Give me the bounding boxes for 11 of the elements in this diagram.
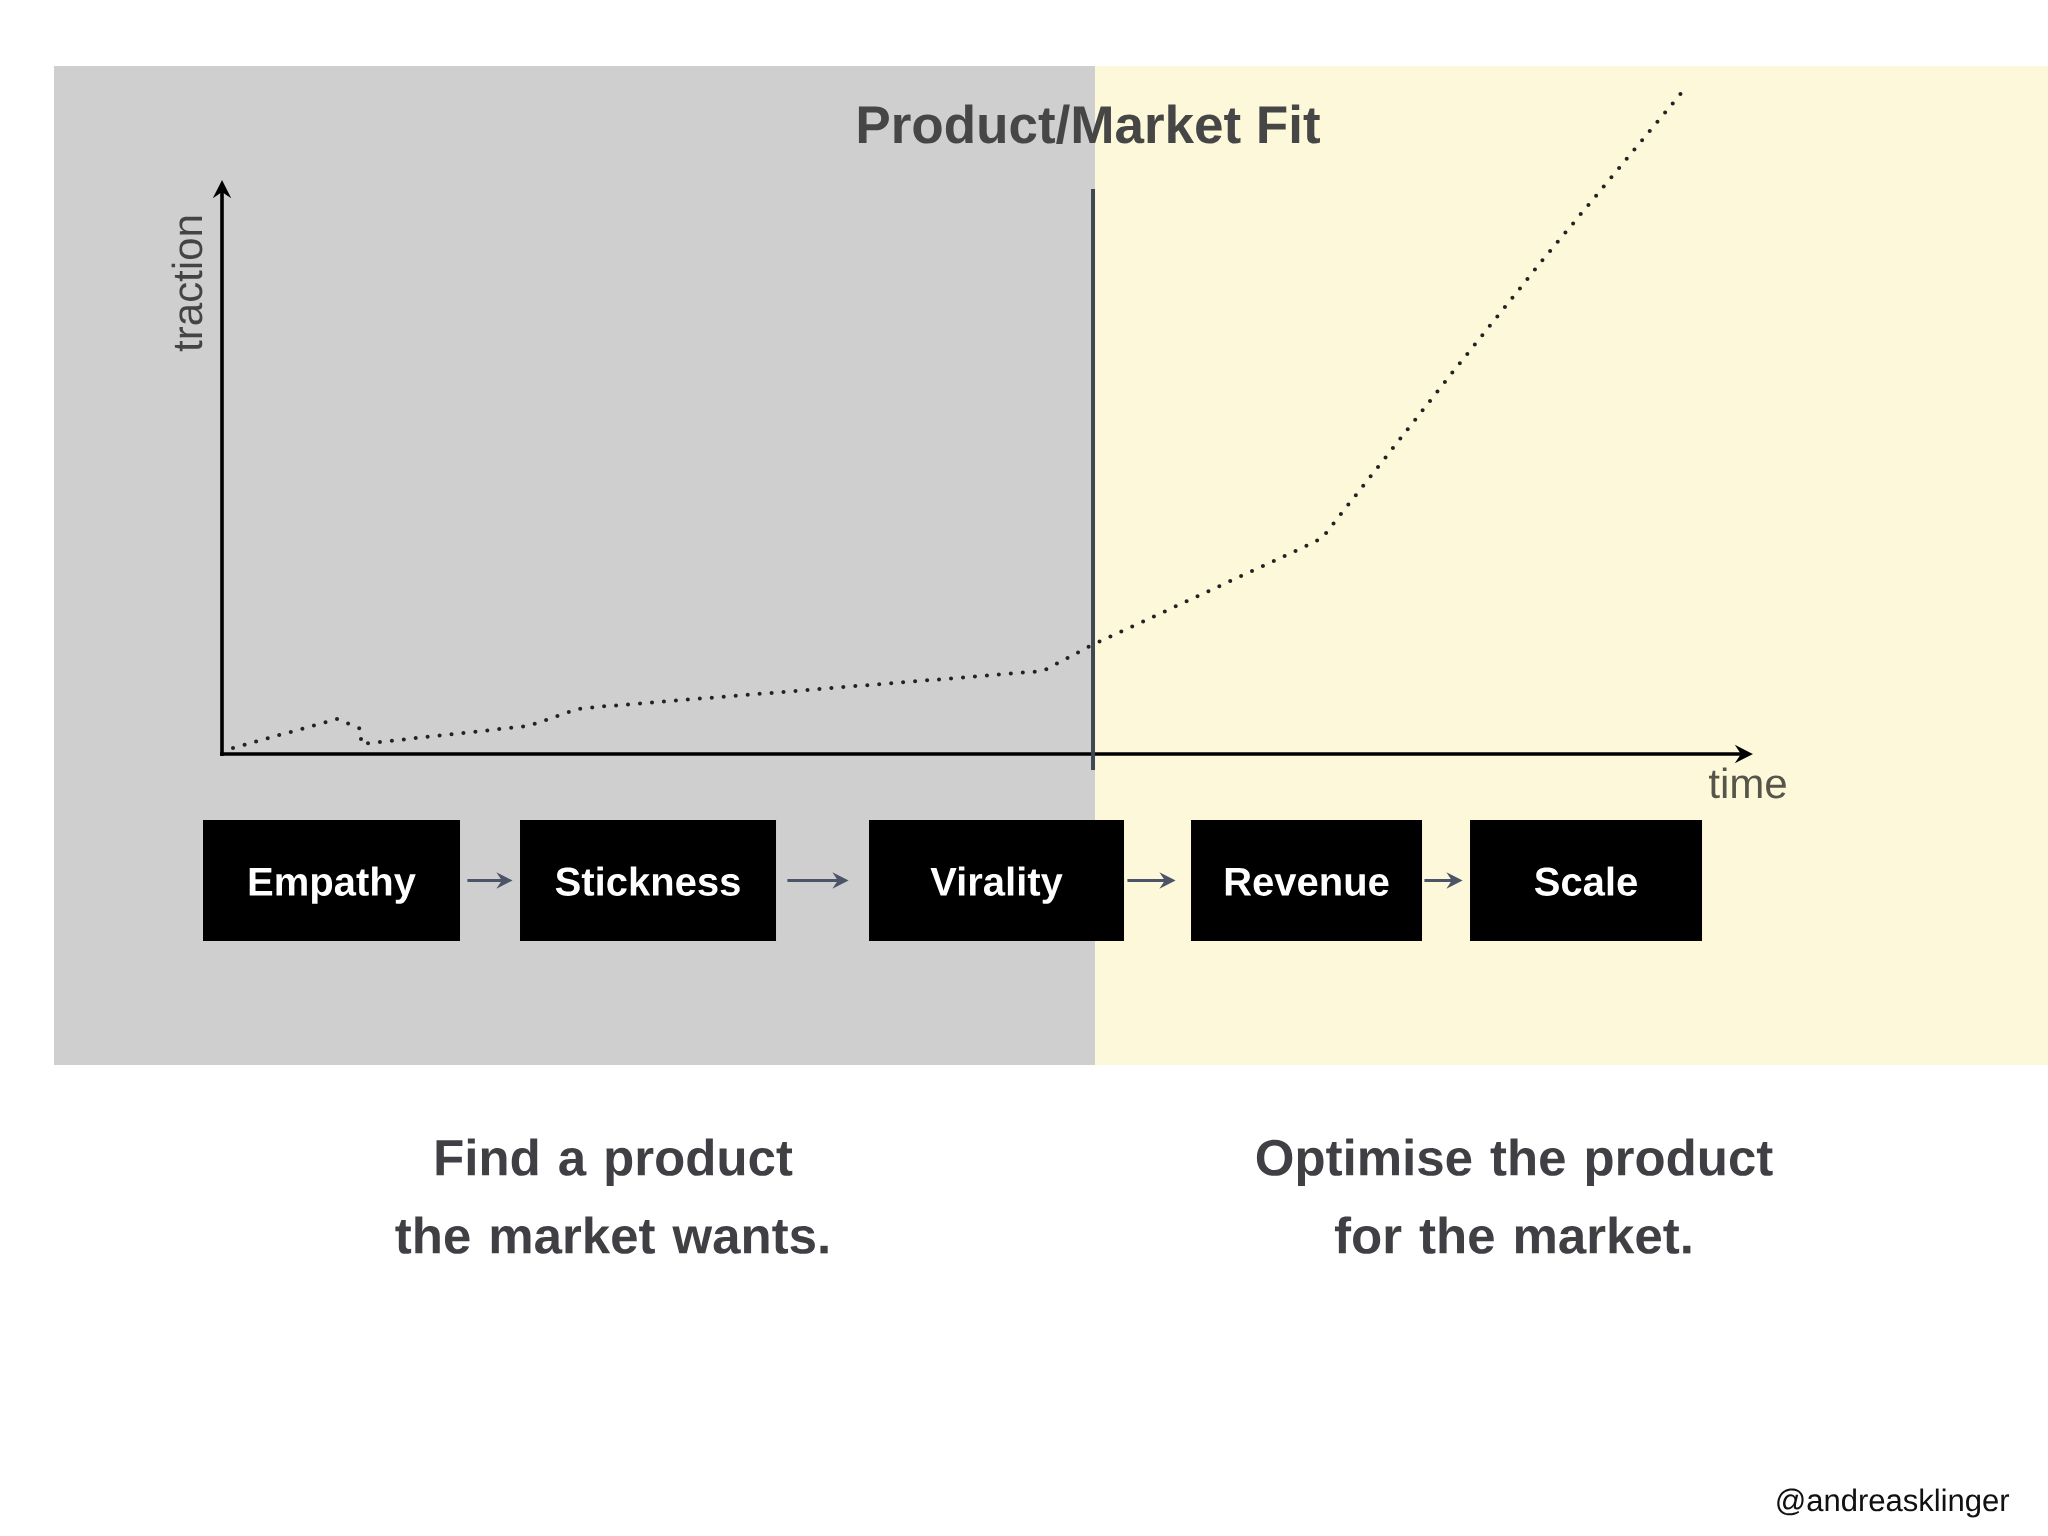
process-box: Revenue (1191, 820, 1422, 941)
process-box: Stickness (520, 820, 776, 941)
axis-label: traction (171, 216, 203, 352)
caption: Find a product the market wants. (395, 1138, 828, 1254)
process-box: Empathy (203, 820, 460, 941)
process-box: Scale (1470, 820, 1703, 941)
caption: Optimise the product for the market. (1256, 1138, 1773, 1254)
author-handle: @andreasklinger (1777, 1488, 2010, 1518)
title: Product/Market Fit (858, 104, 1320, 145)
process-box: Virality (869, 820, 1124, 941)
axis-label: time (1709, 767, 1786, 799)
